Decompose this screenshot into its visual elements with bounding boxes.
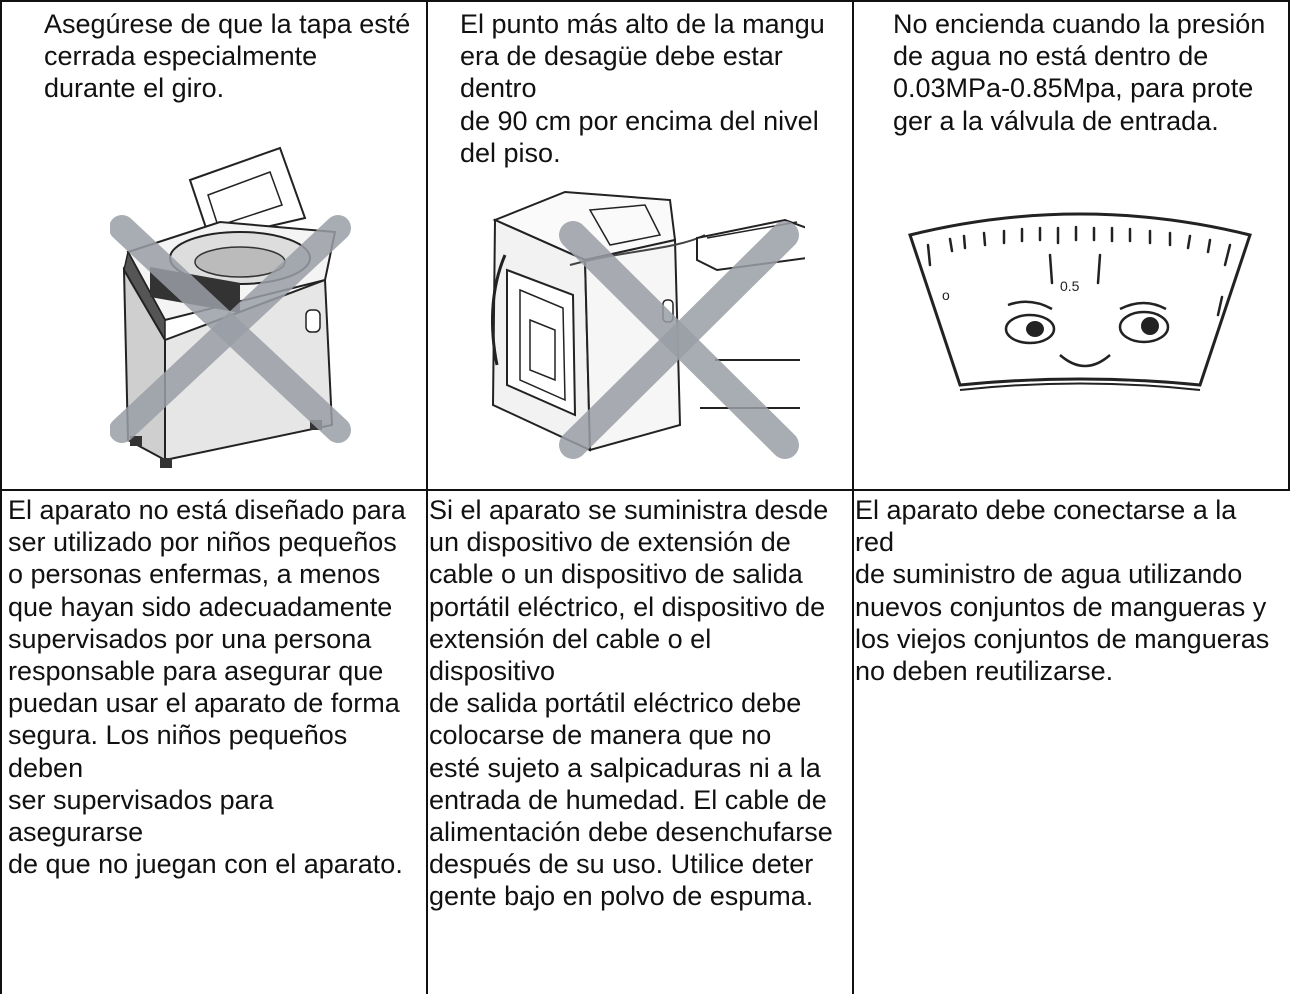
cell-children-supervision-text: El aparato no está diseñado para ser uti… (8, 495, 406, 880)
gauge-scale-label: 0.5 (1060, 278, 1080, 294)
washer-drain-hose-crossed-icon (491, 190, 805, 459)
table-divider-2 (852, 0, 854, 994)
cell-extension-cable-text: Si el aparato se suministra desde un dis… (429, 495, 833, 912)
top-load-washer-open-lid-crossed-icon (110, 146, 351, 468)
gauge-zero-label: o (942, 287, 950, 303)
table-border-left (0, 0, 2, 994)
cell-water-pressure-text: No encienda cuando la presión de agua no… (893, 9, 1266, 136)
cell-lid-closed-text: Asegúrese de que la tapa esté cerrada es… (44, 9, 411, 104)
table-border-right (1288, 0, 1290, 490)
cell-hose-sets-text: El aparato debe conectarse a la red de s… (855, 495, 1270, 687)
table-border-top (0, 0, 1290, 2)
pressure-gauge-face-icon: 0.5 o (908, 212, 1252, 391)
table-row-divider (0, 489, 1290, 491)
table-divider-1 (426, 0, 428, 994)
cell-drain-hose-text: El punto más alto de la mangu era de des… (460, 9, 825, 168)
